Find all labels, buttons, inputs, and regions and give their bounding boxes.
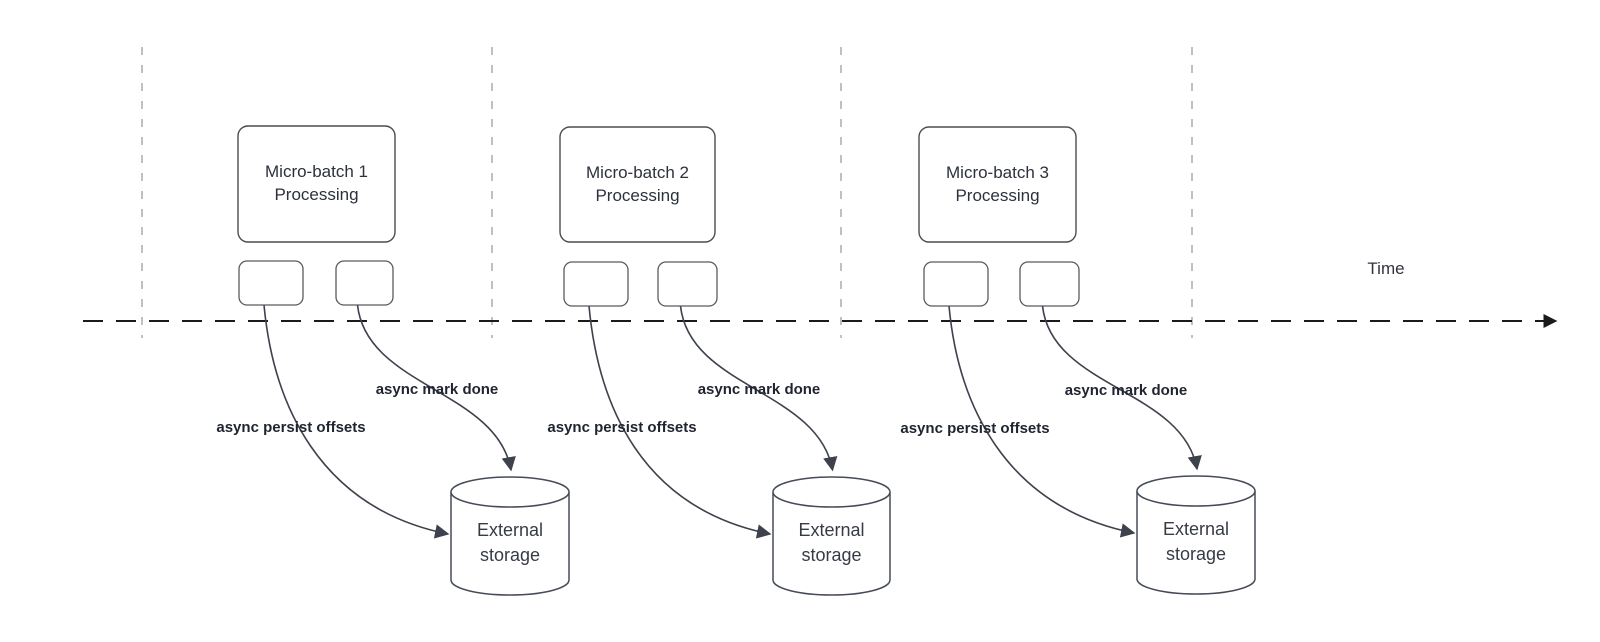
task-box-2-1 bbox=[563, 261, 629, 307]
async-persist-offsets-arrow bbox=[263, 304, 450, 539]
async-persist-offsets-arrow bbox=[948, 305, 1136, 538]
task-box-3-2 bbox=[1019, 261, 1080, 307]
task-box-1-1 bbox=[238, 260, 304, 306]
external-storage-label-line1-1: External bbox=[477, 520, 543, 540]
async-mark-done-arrow bbox=[356, 304, 516, 472]
task-box-3-1 bbox=[923, 261, 989, 307]
micro-batch-2-label-line1: Micro-batch 2 bbox=[586, 163, 689, 182]
external-storage-cylinder-body-3 bbox=[1136, 491, 1256, 595]
external-storage-label-line2-3: storage bbox=[1166, 544, 1226, 564]
external-storage-cylinder-top-1 bbox=[450, 476, 570, 508]
micro-batch-3-label-line2: Processing bbox=[955, 186, 1039, 205]
async-mark-done-arrow bbox=[679, 305, 838, 472]
task-box-2-2 bbox=[657, 261, 718, 307]
micro-batch-3-label-line1: Micro-batch 3 bbox=[946, 163, 1049, 182]
task-box-1-2 bbox=[335, 260, 394, 306]
external-storage-label-line1-2: External bbox=[798, 520, 864, 540]
external-storage-label-line2-1: storage bbox=[480, 545, 540, 565]
time-axis-label: Time bbox=[1367, 259, 1404, 278]
async-persist-offsets-label-1: async persist offsets bbox=[216, 419, 365, 436]
external-storage-cylinder-top-2 bbox=[772, 476, 891, 508]
external-storage-label-line2-2: storage bbox=[801, 545, 861, 565]
micro-batch-2-processing-box bbox=[559, 126, 716, 243]
micro-batch-3-processing-box bbox=[918, 126, 1077, 243]
external-storage-cylinder-body-1 bbox=[450, 492, 570, 596]
micro-batch-1-processing-box bbox=[237, 125, 396, 243]
external-storage-cylinder-top-3 bbox=[1136, 475, 1256, 507]
micro-batch-1-label-line2: Processing bbox=[274, 185, 358, 204]
micro-batch-1-label-line1: Micro-batch 1 bbox=[265, 162, 368, 181]
async-persist-offsets-label-2: async persist offsets bbox=[547, 419, 696, 436]
async-persist-offsets-arrow bbox=[588, 305, 772, 539]
async-mark-done-arrow bbox=[1041, 305, 1202, 471]
async-mark-done-label-1: async mark done bbox=[376, 381, 499, 398]
async-persist-offsets-label-3: async persist offsets bbox=[900, 420, 1049, 437]
external-storage-cylinder-body-2 bbox=[772, 492, 891, 596]
async-mark-done-label-3: async mark done bbox=[1065, 382, 1188, 399]
external-storage-label-line1-3: External bbox=[1163, 519, 1229, 539]
micro-batch-2-label-line2: Processing bbox=[595, 186, 679, 205]
async-mark-done-label-2: async mark done bbox=[698, 381, 821, 398]
